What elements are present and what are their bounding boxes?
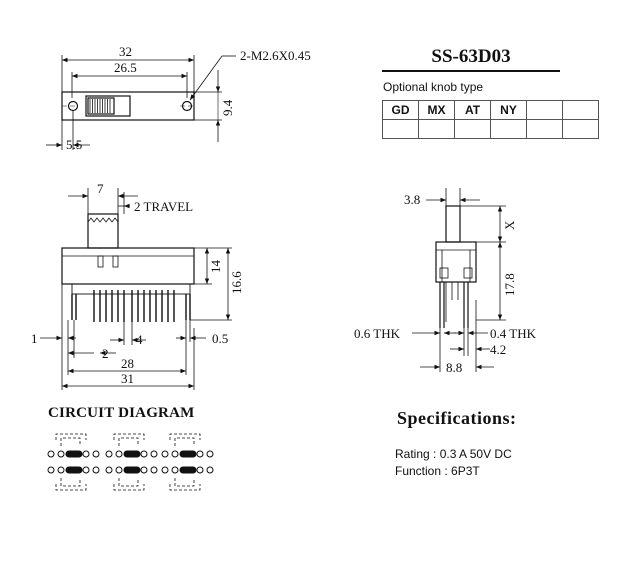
- dim-thk-right: 0.4 THK: [490, 326, 537, 341]
- dim-knob-width: 7: [97, 181, 104, 196]
- dim-pin-pitch: 2: [102, 346, 109, 361]
- knob-type-cell: [526, 100, 563, 120]
- dim-pin-gap: 4.2: [490, 342, 506, 357]
- knob-empty-cell: [490, 119, 527, 139]
- dim-knob-length: X: [502, 220, 517, 230]
- side-view: [412, 188, 506, 372]
- knob-empty-cell: [562, 119, 599, 139]
- dim-pin-span: 4: [136, 332, 143, 347]
- dim-hole-note: 2-M2.6X0.45: [240, 48, 311, 63]
- knob-empty-cell: [454, 119, 491, 139]
- knob-empty-cell: [526, 119, 563, 139]
- circuit-block-2: [105, 433, 158, 491]
- knob-type-cell: AT: [454, 100, 491, 120]
- dim-side-width: 8.8: [446, 360, 462, 375]
- knob-empty-cell: [382, 119, 419, 139]
- knob-type-cell: [562, 100, 599, 120]
- dim-hole-spacing: 26.5: [114, 60, 137, 75]
- dim-overall: 32: [119, 44, 132, 59]
- dim-knob-depth: 3.8: [404, 192, 420, 207]
- dim-pins-outer: 28: [121, 356, 134, 371]
- front-view: [40, 188, 232, 390]
- top-view: [46, 55, 236, 150]
- knob-type-table: GD MX AT NY: [382, 100, 599, 139]
- knob-type-cell: NY: [490, 100, 527, 120]
- circuit-block-3: [161, 433, 214, 491]
- dim-top-height: 9.4: [220, 99, 235, 116]
- dim-travel: 2 TRAVEL: [134, 199, 193, 214]
- knob-type-cell: GD: [382, 100, 419, 120]
- dim-total-height: 16.6: [229, 271, 244, 294]
- circuit-title: CIRCUIT DIAGRAM: [48, 405, 195, 421]
- circuit-diagram: [47, 433, 214, 491]
- dim-side-height: 17.8: [502, 273, 517, 296]
- model-number: SS-63D03: [382, 46, 560, 72]
- knob-type-cell: MX: [418, 100, 455, 120]
- specifications-title: Specifications:: [397, 408, 517, 428]
- dim-body-length: 31: [121, 371, 134, 386]
- dim-offset: 5.5: [66, 137, 82, 152]
- circuit-block-1: [47, 433, 100, 491]
- spec-function: Function : 6P3T: [395, 464, 480, 478]
- dim-body-height: 14: [208, 260, 223, 274]
- knob-caption: Optional knob type: [383, 80, 484, 94]
- dim-pin-right: 0.5: [212, 331, 228, 346]
- knob-empty-cell: [418, 119, 455, 139]
- spec-rating: Rating : 0.3 A 50V DC: [395, 447, 512, 461]
- dim-pin-left: 1: [31, 331, 38, 346]
- dim-thk-left: 0.6 THK: [354, 326, 401, 341]
